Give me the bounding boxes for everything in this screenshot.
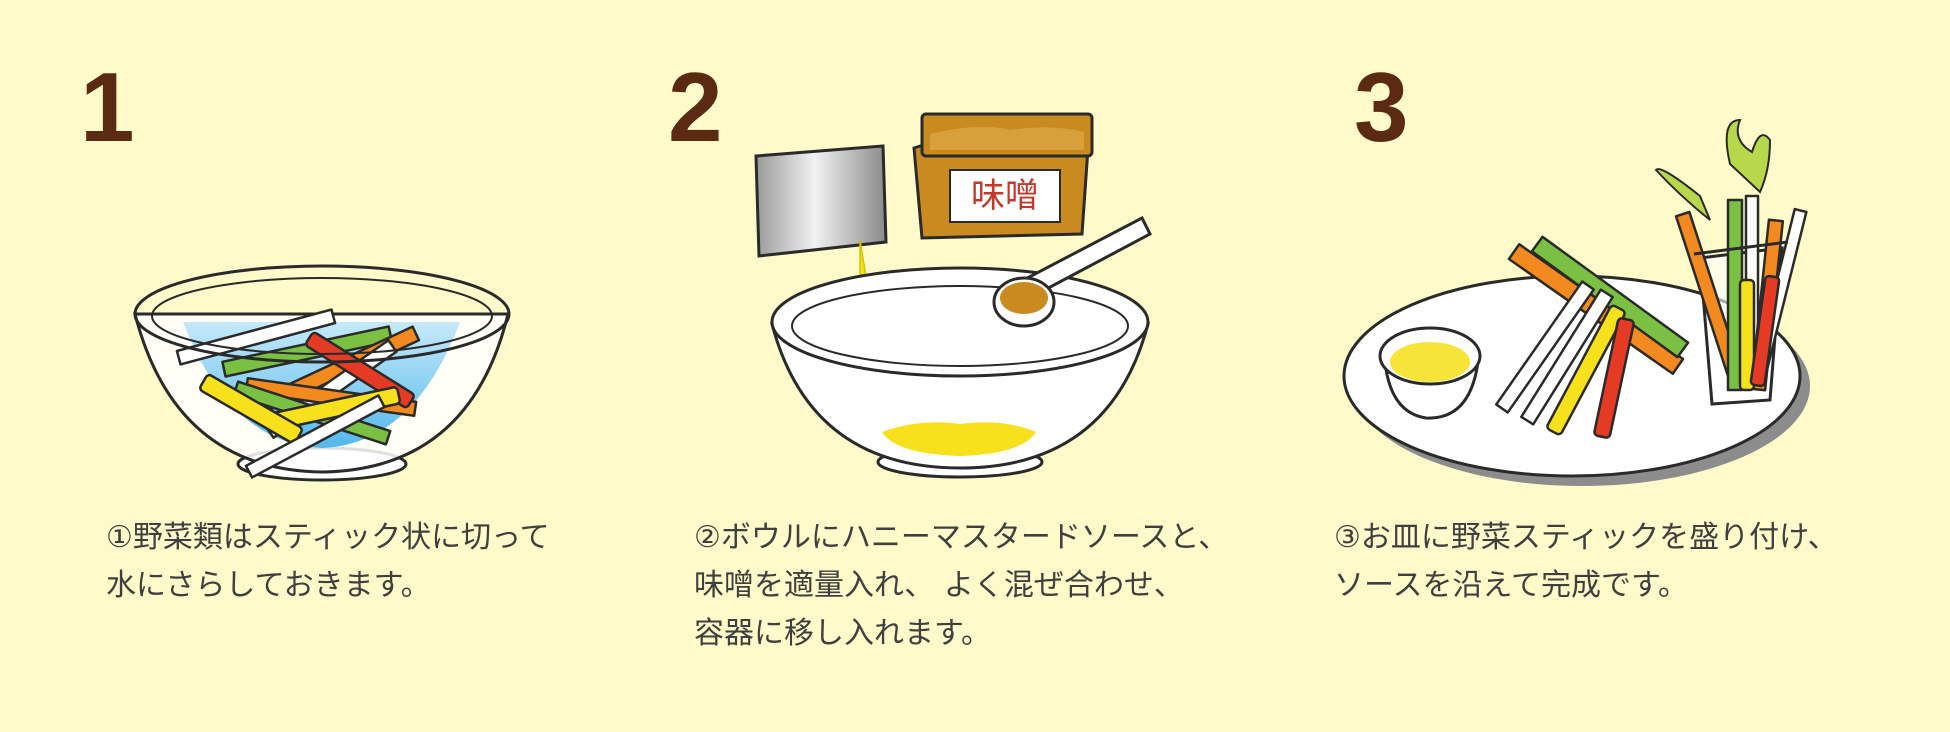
vegetable-sticks-on-plate xyxy=(1494,235,1690,439)
plated-vegetable-sticks-illustration xyxy=(1342,118,1810,486)
bowl-of-vegetables-in-water-illustration xyxy=(133,264,511,482)
step-number: 2 xyxy=(668,52,723,162)
step-number: 3 xyxy=(1354,52,1409,162)
bowl-rim-inner xyxy=(791,285,1129,367)
miso-on-spoon xyxy=(1000,282,1048,314)
caption-line: ①野菜類はスティック状に切って xyxy=(106,520,550,555)
vegetable-sticks xyxy=(175,308,421,479)
step-3: 3 xyxy=(1300,0,1950,732)
caption-line: ②ボウルにハニーマスタードソースと、 xyxy=(694,520,1229,555)
step-caption: ②ボウルにハニーマスタードソースと、 味噌を適量入れ、 よく混ぜ合わせ、 容器に… xyxy=(694,514,1228,658)
step-caption: ①野菜類はスティック状に切って 水にさらしておきます。 xyxy=(106,514,550,610)
caption-line: ③お皿に野菜スティックを盛り付け、 xyxy=(1334,520,1838,555)
sauce-in-bowl xyxy=(882,422,1036,456)
sauce-pouch xyxy=(754,144,888,258)
sauce-in-dish xyxy=(1390,342,1470,382)
caption-line: 容器に移し入れます。 xyxy=(694,616,991,651)
bowl-rim-inner xyxy=(151,277,493,355)
miso-label: 味噌 xyxy=(971,176,1039,216)
step-caption: ③お皿に野菜スティックを盛り付け、 ソースを沿えて完成です。 xyxy=(1334,514,1838,610)
bowl-rim-outer xyxy=(133,264,511,364)
step-1: 1 xyxy=(0,0,650,732)
miso-label-box xyxy=(949,169,1061,223)
miso-paste xyxy=(930,126,1084,150)
celery-leaves xyxy=(1725,118,1772,194)
mixing-bowl-with-miso-illustration: 味噌 xyxy=(754,112,1152,479)
celery-leaves xyxy=(1654,168,1711,221)
caption-line: 味噌を適量入れ、 よく混ぜ合わせ、 xyxy=(694,568,1184,603)
step-number: 1 xyxy=(80,52,135,162)
caption-line: ソースを沿えて完成です。 xyxy=(1334,568,1688,603)
step-2: 2 味噌 xyxy=(650,0,1300,732)
glass-rim xyxy=(1693,240,1789,256)
bowl-rim-outer xyxy=(770,266,1150,378)
vegetable-sticks-in-glass xyxy=(1674,194,1808,392)
caption-line: 水にさらしておきます。 xyxy=(106,568,431,603)
